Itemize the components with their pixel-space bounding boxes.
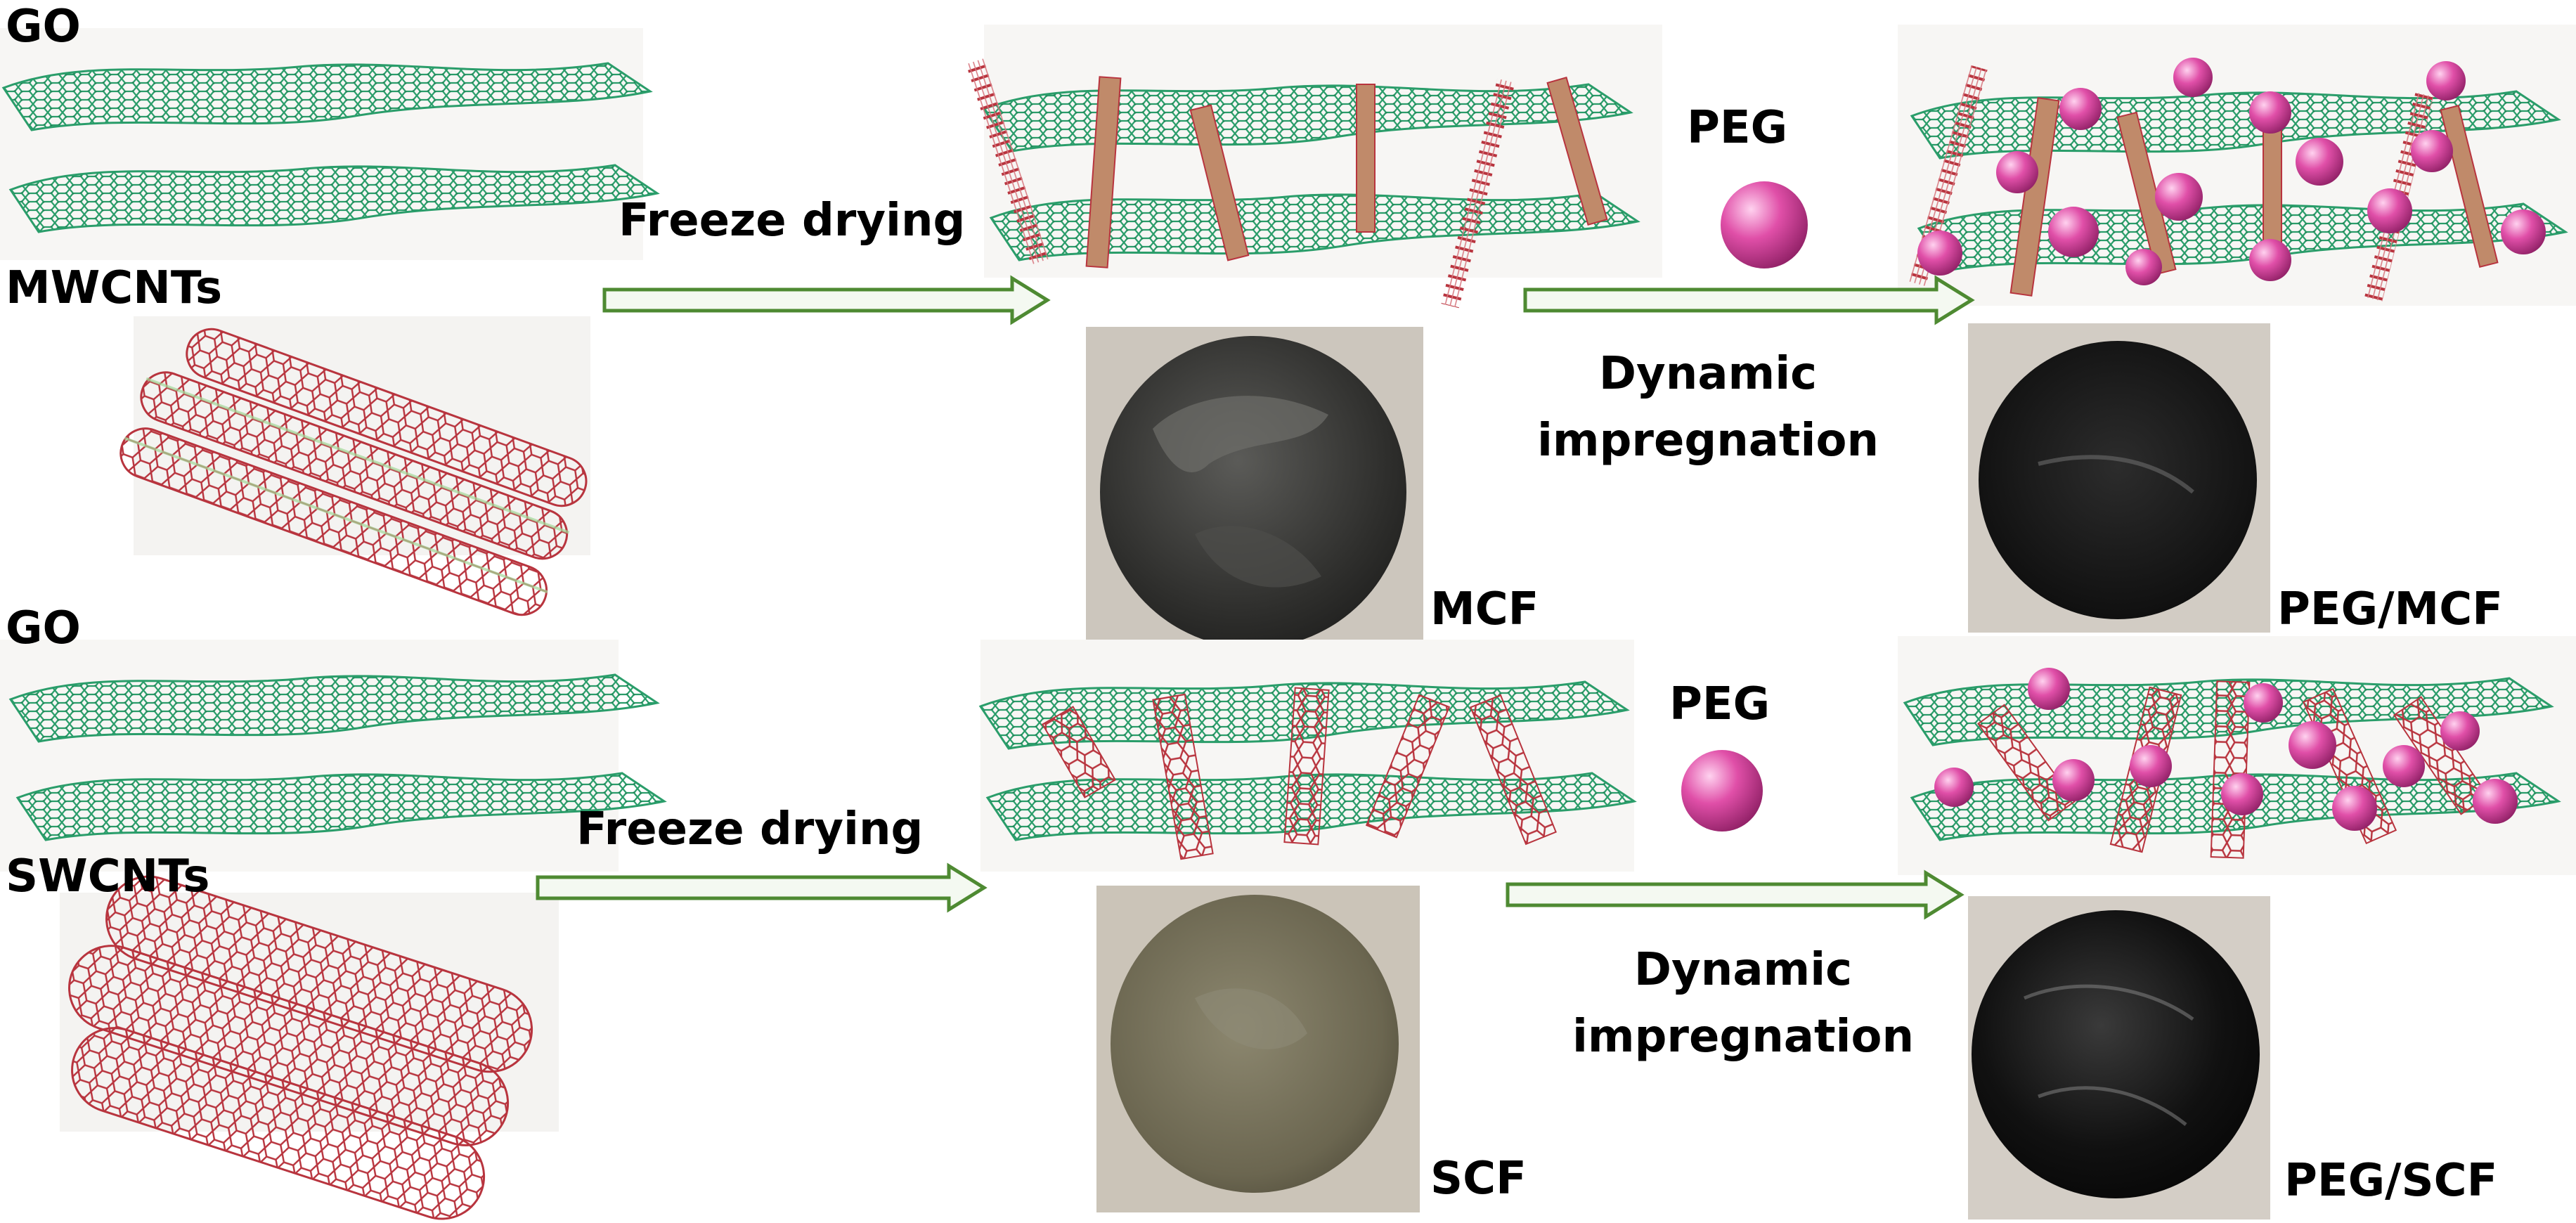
label-mwcnts: MWCNTs: [6, 262, 223, 314]
nanotube-icon: [68, 875, 533, 1220]
label-peg-mcf: PEG/MCF: [2277, 583, 2503, 635]
arrow-icon: [1523, 275, 1975, 325]
peg-mcf-sample: [1979, 341, 2257, 619]
label-peg-top: PEG: [1687, 102, 1788, 154]
peg-sphere-icon: [1681, 750, 1763, 831]
label-go-top: GO: [6, 1, 81, 53]
go-panel-bottom: [0, 640, 619, 872]
label-impregnation-bottom: impregnation: [1572, 1011, 1915, 1063]
label-peg-scf: PEG/SCF: [2284, 1155, 2498, 1207]
label-freeze-drying-top: Freeze drying: [619, 195, 966, 247]
peg-sphere-icon: [1917, 58, 2546, 285]
label-go-bottom: GO: [6, 602, 81, 654]
peg-scf-sample: [1972, 910, 2260, 1198]
label-dynamic-top: Dynamic: [1598, 348, 1818, 400]
nanotube-icon: [966, 58, 1608, 309]
nanotube-icon: [1041, 687, 1557, 860]
label-mcf: MCF: [1430, 583, 1539, 635]
label-scf: SCF: [1430, 1153, 1527, 1205]
label-peg-bottom: PEG: [1669, 678, 1771, 730]
peg-sphere-icon: [1721, 181, 1808, 268]
arrow-icon: [602, 275, 1051, 325]
label-freeze-drying-bottom: Freeze drying: [576, 803, 924, 855]
mcf-sample: [1100, 336, 1406, 648]
label-impregnation-top: impregnation: [1536, 415, 1879, 467]
arrow-icon: [536, 862, 988, 913]
arrow-icon: [1506, 869, 1965, 920]
peg-sphere-icon: [1934, 668, 2518, 831]
label-dynamic-bottom: Dynamic: [1633, 944, 1853, 996]
label-swcnts: SWCNTs: [6, 850, 210, 902]
nanotube-icon: [119, 328, 588, 616]
